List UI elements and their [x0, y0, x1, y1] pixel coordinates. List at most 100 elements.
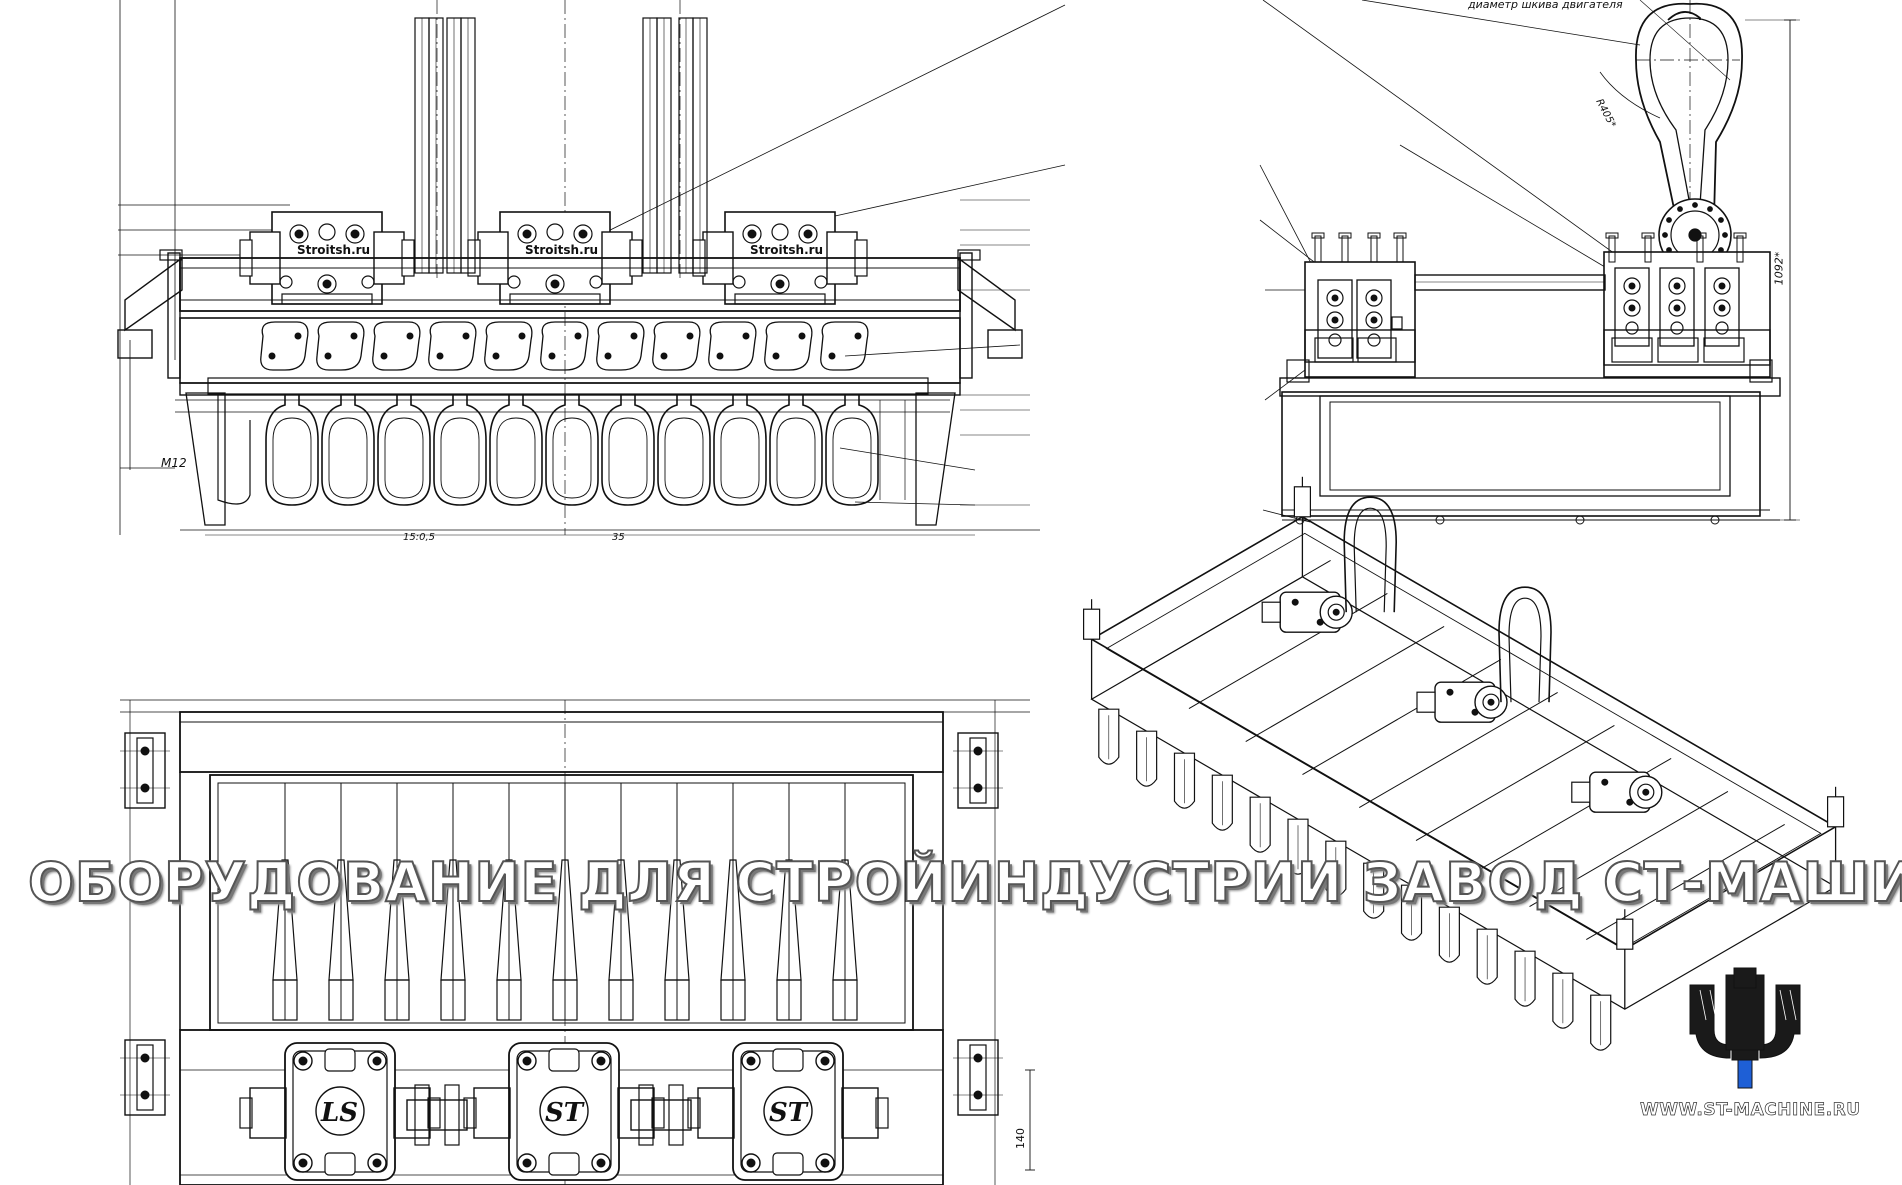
line: [1639, 0, 1731, 81]
rect: [957, 249, 981, 261]
circle: [279, 275, 293, 289]
rect: [1357, 337, 1397, 363]
rect: [1826, 796, 1845, 828]
rect: [1693, 232, 1707, 239]
line: [854, 501, 976, 506]
vibrator-blade-inner: [440, 417, 480, 499]
oval-window: [428, 321, 477, 371]
circle: [315, 1086, 365, 1136]
vibrator-blade: [377, 395, 431, 506]
plan-dimension-label: 140: [1014, 1128, 1027, 1149]
line: [844, 344, 1021, 357]
line: [1789, 989, 1797, 1021]
bearing-stack: [1704, 267, 1740, 347]
iso-bearing: [1571, 771, 1663, 813]
rect: [1644, 235, 1652, 263]
circle: [1435, 515, 1445, 525]
circle: [1710, 515, 1720, 525]
line: [1259, 219, 1319, 266]
oval-window: [372, 321, 421, 371]
rect: [239, 1097, 253, 1129]
rect: [406, 1099, 468, 1131]
vibrator-blade-inner: [608, 417, 648, 499]
circle: [1328, 333, 1342, 347]
circle: [771, 223, 789, 241]
circle: [294, 332, 302, 340]
line: [1259, 164, 1313, 266]
circle: [361, 275, 375, 289]
circle: [1637, 783, 1655, 801]
bottom-dimension-left: 15:0,5: [403, 532, 435, 543]
circle: [322, 279, 332, 289]
circle: [1722, 232, 1728, 238]
side-skirt: [217, 395, 251, 505]
circle: [1642, 788, 1650, 796]
rect: [1286, 359, 1310, 383]
circle: [406, 332, 414, 340]
circle: [545, 274, 565, 294]
logo-left-wing: [1689, 984, 1731, 1059]
line: [1779, 989, 1787, 1021]
circle: [294, 229, 304, 239]
circle: [1713, 299, 1731, 317]
iso-bearing: [1416, 586, 1552, 723]
circle: [1365, 311, 1383, 329]
rect: [1281, 391, 1761, 517]
vibrator-blade: [545, 395, 599, 506]
circle: [522, 1056, 532, 1066]
oval-window: [764, 321, 813, 371]
vibrator-blade-inner: [496, 417, 536, 499]
circle: [814, 275, 828, 289]
circle: [596, 1158, 606, 1168]
circle: [546, 223, 564, 241]
bottom-dimension-mid: 35: [612, 532, 625, 543]
rect: [687, 1097, 701, 1129]
rect: [324, 1152, 356, 1176]
line: [1358, 691, 1558, 809]
circle: [815, 1153, 835, 1173]
rect: [117, 329, 153, 359]
rect: [617, 1087, 655, 1139]
circle: [548, 352, 556, 360]
vibrator-blade-inner: [328, 417, 368, 499]
circle: [1718, 304, 1726, 312]
line: [1262, 0, 1666, 291]
clamp-plate: [120, 1039, 170, 1116]
rect: [957, 732, 999, 809]
circle: [1370, 294, 1378, 302]
vibrator-blade: [769, 395, 823, 506]
circle: [1446, 688, 1454, 696]
vibrator-blade-inner: [720, 417, 760, 499]
line: [1245, 625, 1445, 743]
circle: [539, 1086, 589, 1136]
circle: [732, 275, 746, 289]
line: [589, 4, 1066, 241]
circle: [1326, 289, 1344, 307]
circle: [596, 1056, 606, 1066]
rect: [957, 1039, 999, 1116]
side-bracket: [124, 256, 183, 332]
rect: [651, 1097, 665, 1129]
bearing-stack: [1317, 279, 1353, 359]
rect: [1736, 235, 1744, 263]
gearbox: ST: [463, 1042, 665, 1181]
rect: [217, 782, 906, 1024]
iso-belt: [1353, 507, 1387, 613]
vibrator-blade-inner: [552, 417, 592, 499]
circle: [1575, 515, 1585, 525]
gearbox-mark: ST: [545, 1098, 585, 1128]
stamp-text: Stroitsh.ru: [525, 243, 598, 257]
rect: [1605, 232, 1619, 239]
circle: [1673, 304, 1681, 312]
rect: [548, 1048, 580, 1072]
rect: [1733, 967, 1757, 989]
rect: [1657, 337, 1699, 363]
circle: [1367, 333, 1381, 347]
watermark-banner: ОБОРУДОВАНИЕ ДЛЯ СТРОЙИНДУСТРИИ ЗАВОД СТ…: [27, 850, 1902, 915]
circle: [591, 1051, 611, 1071]
rect: [732, 1042, 844, 1181]
iso-belt: [1343, 496, 1398, 613]
isometric-view: [1082, 476, 1845, 1051]
vibrator-blade: [713, 395, 767, 506]
rect: [1356, 279, 1392, 359]
